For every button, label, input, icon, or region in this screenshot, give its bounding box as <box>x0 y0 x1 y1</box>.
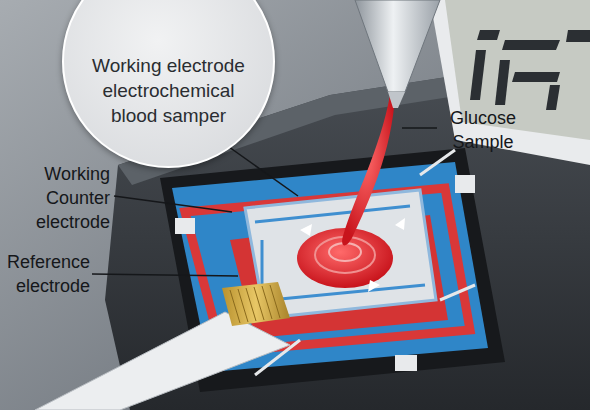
display-segments <box>470 30 590 110</box>
pins <box>255 150 475 375</box>
pool-ring <box>329 243 361 261</box>
callout-text: Working electrode electrochemical blood … <box>89 53 249 128</box>
sample-label: Glucose Sample <box>438 106 528 154</box>
flow-arrows <box>300 218 405 292</box>
electrode-label: Working Counter electrode <box>18 162 110 234</box>
blood-stream <box>342 95 395 245</box>
contact-lines <box>230 285 280 323</box>
pipette <box>355 0 440 92</box>
gold-contacts <box>222 282 290 326</box>
pipette-tip <box>388 92 405 108</box>
test-strip <box>35 312 290 410</box>
electrode-label: Reference electrode <box>4 250 90 298</box>
electrode-traces <box>255 206 425 300</box>
screen-bezel <box>430 0 590 165</box>
